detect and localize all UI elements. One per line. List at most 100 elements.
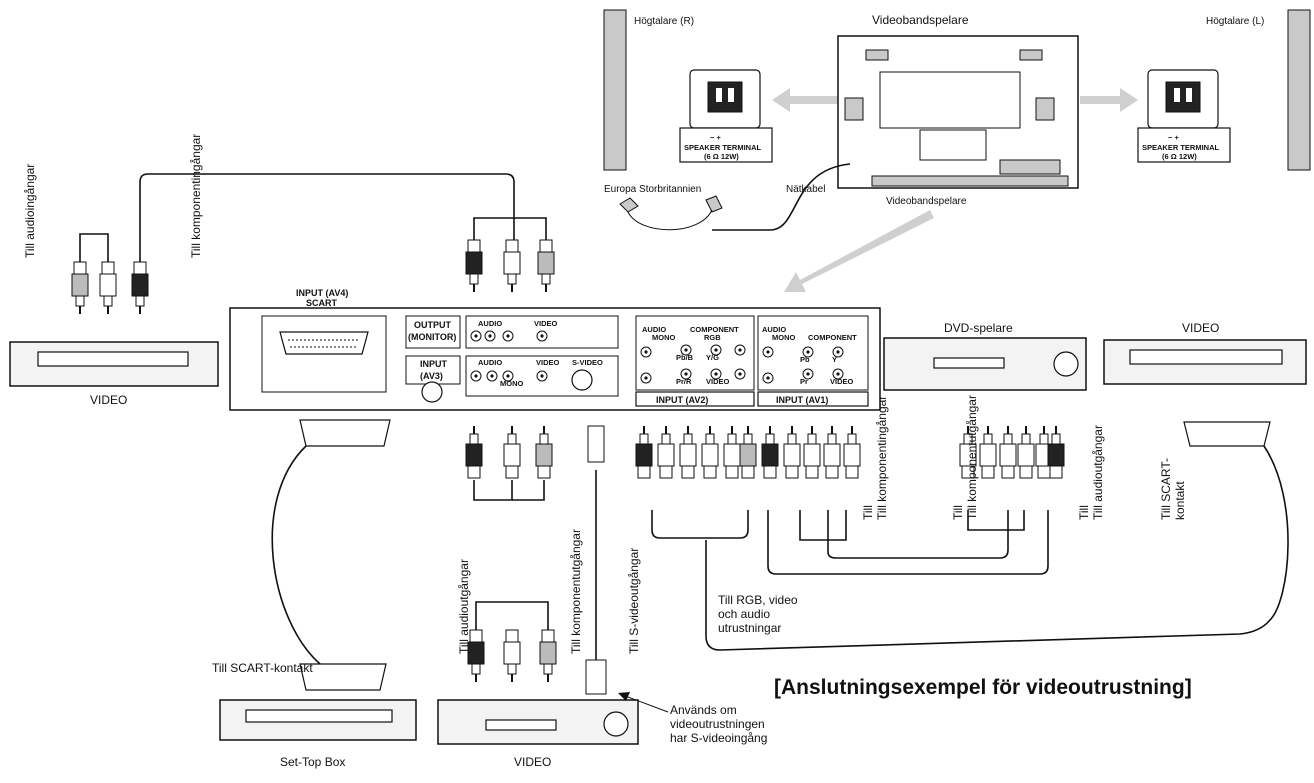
bottom-plugs <box>465 425 607 695</box>
av1-rca-plug <box>803 426 821 479</box>
rca-jack-center <box>836 372 840 376</box>
rca-jack-center <box>644 376 648 380</box>
av1-y-label: Y <box>832 355 837 364</box>
rca-jack-center <box>738 348 742 352</box>
left-rca-plug <box>71 261 89 314</box>
plug-cable <box>627 209 713 231</box>
output-audio-label: AUDIO <box>478 319 502 328</box>
av2-pb-label: Pb/B <box>676 353 694 362</box>
av2-rca-plug <box>635 426 653 479</box>
rca-jack-center <box>766 350 770 354</box>
rca-jack-center <box>540 334 544 338</box>
right-till-comp-in-1: Till <box>861 505 875 520</box>
bottom-till-audio: Till audioutgångar <box>457 559 471 654</box>
mains-cable <box>712 163 851 231</box>
speaker-left-terminal-socket <box>1165 81 1201 113</box>
plug-label: Europa Storbritannien <box>604 184 701 195</box>
arrow-to-left-terminal <box>1080 88 1138 112</box>
rca-jack-center <box>714 348 718 352</box>
av1-component-bridge <box>799 510 847 541</box>
rca-jack-center <box>806 372 810 376</box>
speaker-left-terminal-plate <box>1137 127 1231 163</box>
av2-rgb-label: RGB <box>704 333 721 342</box>
speaker-right-pin-a <box>716 88 722 102</box>
av4-sublabel: SCART <box>306 298 338 308</box>
monitor-bracket-1 <box>865 49 889 61</box>
speaker-right-cabinet <box>603 9 627 171</box>
av2-rca-plug <box>657 426 675 479</box>
rgb-note-3: utrustningar <box>718 621 781 635</box>
left-video-group: Till audioingångar Till komponentingånga… <box>9 134 555 407</box>
input3-sublabel: (AV3) <box>420 371 443 381</box>
svideo-note-2: videoutrustningen <box>670 717 765 731</box>
mains-plugs: Europa Storbritannien Nätkabel <box>604 163 851 231</box>
left-video-cassette-slot <box>37 351 189 367</box>
av2-caption-box <box>635 391 755 407</box>
right-video-label: VIDEO <box>1182 321 1219 335</box>
rca-jack-center <box>806 350 810 354</box>
left-plugs <box>71 261 149 314</box>
av2-audio-label: AUDIO <box>642 325 666 334</box>
rca-jack-center <box>766 376 770 380</box>
speaker-right-polarity: − + <box>710 133 721 142</box>
rca-jack-center <box>714 372 718 376</box>
left-till-audio: Till audioingångar <box>23 164 37 258</box>
output-video-label: VIDEO <box>534 319 558 328</box>
monitor-rear: Videobandspelare Videobandspelare <box>837 13 1079 207</box>
panel-top-rca-plug <box>537 239 555 292</box>
right-till-scart-1: Till SCART- <box>1159 458 1173 520</box>
left-video-label: VIDEO <box>90 393 127 407</box>
input3-label: INPUT <box>420 359 448 369</box>
svideo-socket <box>571 369 593 391</box>
rca-jack-center <box>836 350 840 354</box>
mains-cable-label: Nätkabel <box>786 184 825 195</box>
arrow-monitor-to-panel <box>784 210 934 292</box>
panel-jacks <box>470 330 844 384</box>
panel-top-cable-bridge <box>473 217 547 240</box>
rca-jack-center <box>684 372 688 376</box>
rca-jack-center <box>474 334 478 338</box>
left-cable-short <box>79 233 109 262</box>
scart-cable <box>271 445 321 665</box>
speaker-right-ohm: (6 Ω 12W) <box>704 152 739 161</box>
left-till-component: Till komponentingångar <box>189 134 203 258</box>
dvd-dial <box>1053 351 1079 377</box>
av1-rca-plug <box>823 426 841 479</box>
right-group: DVD-spelare VIDEO Till SCART- kontakt Ti… <box>635 321 1307 651</box>
svideo-note-leader <box>619 693 669 713</box>
connector-panel: INPUT (AV4) SCART OUTPUT (MONITOR) AUDIO… <box>229 288 881 411</box>
av2-video-label: VIDEO <box>706 377 730 386</box>
speaker-left-cabinet <box>1287 9 1311 171</box>
speaker-left-terminal-text: SPEAKER TERMINAL <box>1142 143 1220 152</box>
speaker-left-label: Högtalare (L) <box>1206 16 1264 27</box>
speaker-left-ohm: (6 Ω 12W) <box>1162 152 1197 161</box>
input3-jacks-frame <box>465 355 619 397</box>
rca-jack-center <box>488 334 492 338</box>
rca-jack-center <box>738 372 742 376</box>
svideo-plug-bottom <box>585 659 607 695</box>
monitor-connector-strip <box>999 159 1061 175</box>
bottom-group: Till SCART-kontakt Set-Top Box Till audi… <box>212 419 767 769</box>
rca-jack-center <box>540 374 544 378</box>
video-rca-plug <box>503 629 521 682</box>
panel-bottom-rca-plug <box>465 426 483 479</box>
rca-jack-center <box>490 374 494 378</box>
left-rca-plug <box>99 261 117 314</box>
av1-rca-plug <box>783 426 801 479</box>
right-till-scart-2: kontakt <box>1173 481 1187 520</box>
av1-caption: INPUT (AV1) <box>776 395 828 405</box>
av1-pr-label: Pr <box>800 377 808 386</box>
rgb-note-1: Till RGB, video <box>718 593 798 607</box>
av1-frame <box>757 315 869 391</box>
bottom-till-scart: Till SCART-kontakt <box>212 661 313 675</box>
monitor-speaker-jack-r <box>844 97 864 121</box>
plug-uk-icon <box>705 195 723 213</box>
dvd-rca-plug <box>999 426 1017 479</box>
video-rca-plug <box>539 629 557 682</box>
av2-rca-plug <box>739 426 757 479</box>
panel-top-rca-plug <box>503 239 521 292</box>
right-plugs <box>635 426 1065 479</box>
av1-caption-box <box>757 391 869 407</box>
monitor-sublabel: Videobandspelare <box>886 196 967 207</box>
svideo-plug-top <box>587 425 605 463</box>
